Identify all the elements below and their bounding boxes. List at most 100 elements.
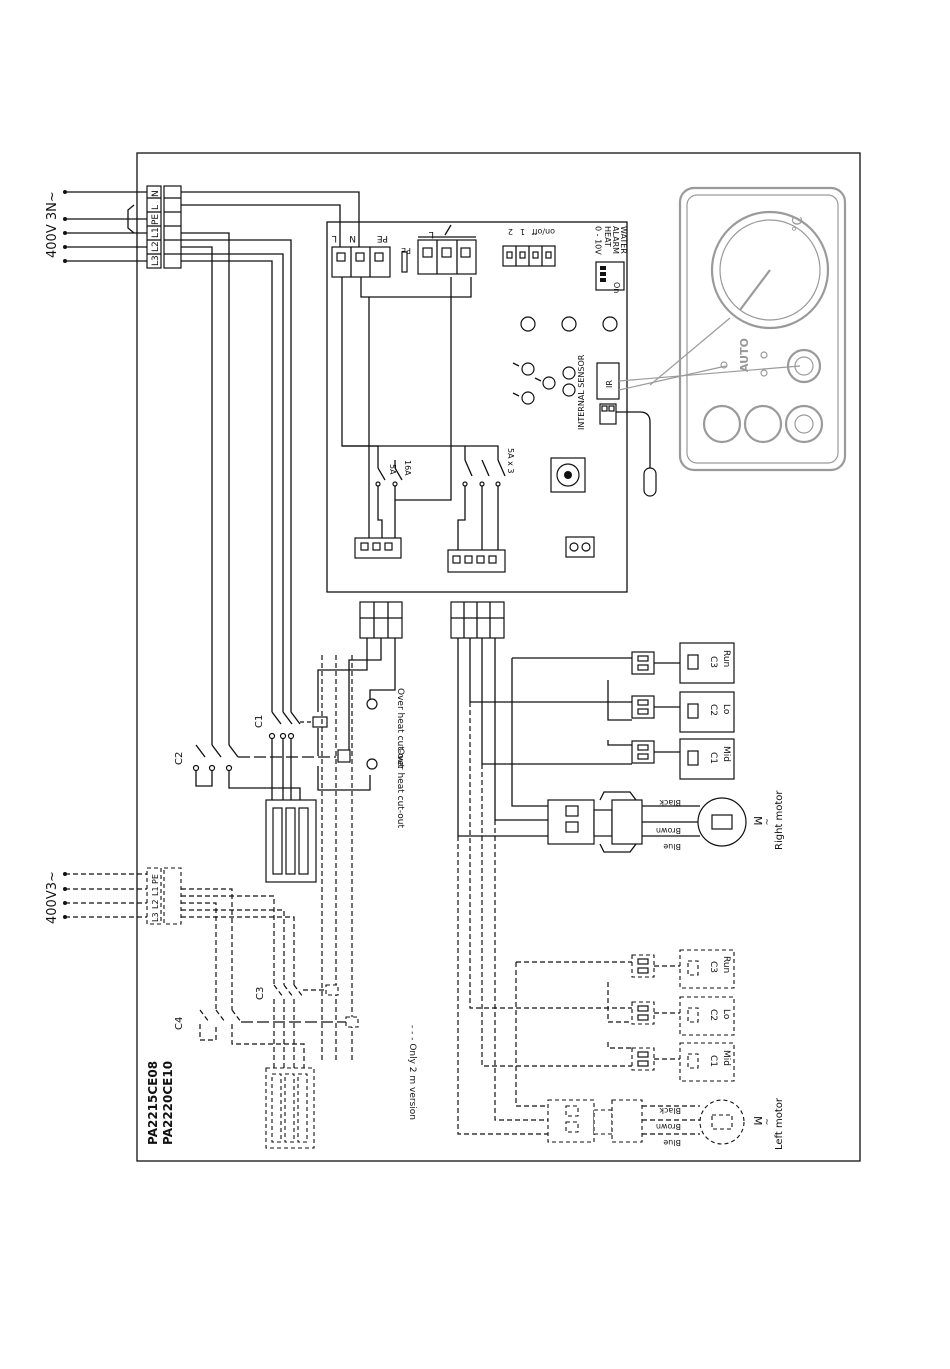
left-motor-title: Left motor	[774, 1097, 785, 1150]
remote-unit: °C	[791, 216, 806, 232]
version-note: - - - Only 2 m version	[407, 1025, 417, 1120]
right-motor-speed-terminals	[631, 651, 680, 764]
heater-element-2m	[199, 999, 315, 1149]
right-speed-c3: C3	[708, 656, 718, 668]
right-motor-connector: Black Brown Blue	[547, 791, 700, 853]
heater-element	[195, 738, 317, 883]
left-speed-c3: C3	[708, 961, 718, 973]
left-motor-speed-terminals	[631, 954, 680, 1071]
contactor-c4: C4	[174, 1009, 359, 1030]
right-motor-wiring	[457, 638, 632, 837]
pe-label: PE	[401, 246, 411, 255]
thermostat-dial	[710, 210, 830, 330]
heater-plug	[359, 601, 403, 639]
svg-text:M: M	[751, 1116, 764, 1126]
svg-text:Brown: Brown	[656, 1122, 681, 1131]
led-3	[602, 316, 618, 332]
left-speed-c1: C1	[708, 1055, 718, 1067]
standby-button-icon	[784, 404, 824, 444]
svg-text:16A: 16A	[403, 460, 412, 476]
left-motor: M ~ Left motor	[699, 1097, 785, 1150]
dip-on-label: On	[612, 282, 621, 293]
svg-text:M: M	[751, 816, 764, 826]
fan-plug	[450, 601, 505, 639]
aux-terminal-l3: L3	[151, 912, 160, 922]
right-motor: M ~ Right motor	[697, 790, 785, 850]
control-terminals: on/off 1 2	[502, 227, 556, 267]
aux-terminal-l1: L1	[151, 886, 160, 896]
main-supply: 400V 3N~	[45, 190, 147, 263]
aux-supply: 400V3~ L3 L2 L1 PE	[45, 867, 295, 1010]
led-2	[561, 316, 577, 332]
power-button-icon	[786, 348, 822, 384]
dip-switch-block: 0 - 10V HEAT ALARM WATER On	[594, 226, 629, 293]
svg-text:N: N	[349, 233, 356, 243]
svg-text:Blue: Blue	[663, 842, 681, 851]
main-supply-label: 400V 3N~	[45, 191, 60, 258]
left-motor-connector: Black Brown Blue	[547, 1099, 700, 1147]
dip-header-2: ALARM	[611, 226, 620, 254]
model-number-1: PA2215CE08	[146, 1061, 160, 1145]
terminal-pe: PE	[151, 214, 161, 225]
remote-auto: AUTO	[738, 338, 751, 372]
svg-text:1: 1	[520, 227, 525, 236]
aux-supply-label: 400V3~	[45, 871, 60, 924]
svg-text:C3: C3	[255, 987, 266, 1000]
svg-text:C2: C2	[174, 752, 185, 765]
terminal-l1: L1	[151, 227, 161, 238]
svg-text:2: 2	[508, 227, 513, 236]
right-motor-speed-boxes: C3 Run C2 Lo C1 Mid	[679, 642, 735, 780]
terminal-l3: L3	[151, 255, 161, 266]
fuse-5a-x3: 5A x 3	[462, 448, 515, 487]
svg-text:~: ~	[761, 818, 771, 826]
ir-label: IR	[605, 380, 614, 388]
contactor-c1: C1	[254, 711, 312, 740]
thermal-circuit: Over heat cut-out Over heat cut-out	[312, 638, 405, 1060]
svg-text:~: ~	[761, 1118, 771, 1126]
connector-2pin	[565, 536, 595, 558]
svg-text:Blue: Blue	[663, 1138, 681, 1147]
heat-button-icon	[743, 404, 783, 444]
overheat-label-1: Over heat cut-out	[395, 688, 405, 768]
svg-text:L: L	[332, 233, 337, 243]
power-terminals: L N PE	[331, 233, 391, 278]
left-speed-mid: Mid	[721, 1050, 731, 1066]
left-speed-c2: C2	[708, 1009, 718, 1021]
right-speed-c1: C1	[708, 752, 718, 764]
svg-text:5A x 3: 5A x 3	[506, 448, 515, 473]
led-1	[520, 316, 536, 332]
fan-button-icon	[702, 404, 742, 444]
svg-text:5A: 5A	[388, 464, 397, 475]
left-speed-lo: Lo	[721, 1009, 731, 1020]
right-speed-mid: Mid	[721, 746, 731, 762]
svg-text:C1: C1	[254, 715, 265, 728]
model-number-2: PA2220CE10	[161, 1061, 175, 1145]
output-terminals: L	[417, 224, 477, 275]
svg-text:Black: Black	[659, 1106, 681, 1115]
terminal-l: L	[151, 205, 161, 210]
overheat-label-2: Over heat cut-out	[395, 748, 405, 828]
left-speed-run: Run	[721, 956, 731, 973]
indicator-lights	[512, 362, 576, 405]
aux-terminal-pe: PE	[151, 874, 160, 884]
dip-header-1: HEAT	[603, 226, 612, 247]
svg-text:L: L	[429, 229, 434, 239]
svg-text:INTERNAL SENSOR: INTERNAL SENSOR	[577, 354, 586, 430]
svg-text:C4: C4	[174, 1017, 185, 1030]
fuse-5a-16a: 5A 16A	[375, 460, 412, 487]
left-motor-wiring	[457, 702, 632, 1135]
right-speed-lo: Lo	[721, 704, 731, 715]
diagram-frame	[136, 152, 861, 1162]
left-motor-speed-boxes: C3 Run C2 Lo C1 Mid	[679, 949, 735, 1082]
main-terminal-block: L3 L2 L1 PE L N	[146, 185, 182, 269]
svg-text:PE: PE	[377, 233, 388, 243]
control-board: L N PE PE L on/off 1	[326, 221, 657, 593]
supply-wiring	[181, 191, 360, 745]
right-motor-title: Right motor	[774, 790, 785, 850]
svg-text:on/off: on/off	[531, 227, 555, 236]
contactor-c2: C2	[174, 744, 336, 772]
remote-control: °C AUTO	[618, 186, 847, 472]
svg-text:0 - 10V: 0 - 10V	[594, 226, 603, 255]
svg-text:Black: Black	[659, 798, 681, 807]
